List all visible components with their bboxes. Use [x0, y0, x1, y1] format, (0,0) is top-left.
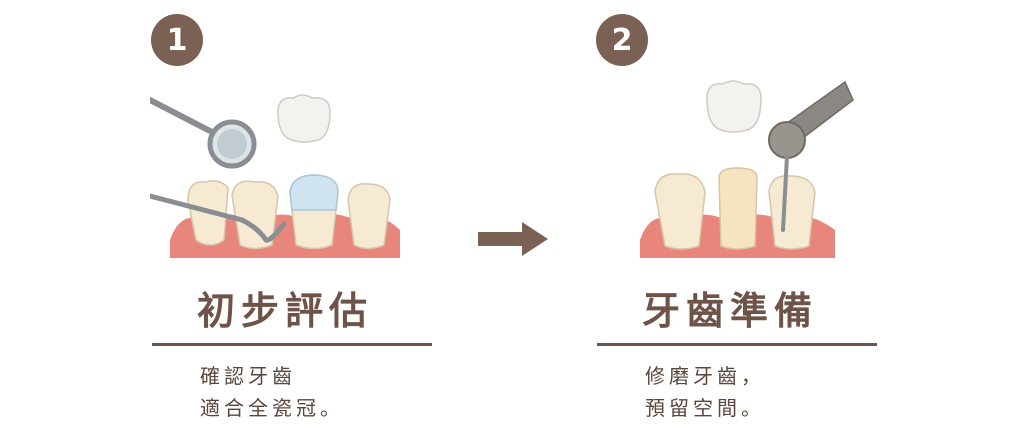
- step-description: 確認牙齒 適合全瓷冠。: [200, 360, 430, 424]
- description-line: 適合全瓷冠。: [200, 396, 344, 420]
- description-line: 預留空間。: [645, 396, 765, 420]
- gum-shape: [170, 214, 400, 258]
- ceramic-crown-icon: [706, 80, 762, 133]
- dental-drill-icon: [768, 80, 854, 232]
- description-line: 確認牙齒: [200, 364, 296, 388]
- divider: [597, 343, 877, 346]
- divider: [152, 343, 432, 346]
- arrow-right-icon: [478, 222, 548, 256]
- step-2: 2 牙齒準備 修磨牙齒， 預留空間。: [585, 0, 885, 436]
- step-number: 2: [611, 22, 633, 58]
- prepared-tooth-icon: [289, 174, 339, 250]
- description-line: 修磨牙齒，: [645, 364, 765, 388]
- tooth-icon: [768, 175, 816, 250]
- dental-mirror-icon: [150, 97, 257, 169]
- teeth-illustration: [640, 80, 854, 258]
- tooth-icon: [654, 173, 706, 250]
- step-title: 初步評估: [196, 289, 373, 333]
- step-number: 1: [166, 22, 188, 58]
- tooth-icon: [347, 183, 391, 250]
- step-1: 1 初步評估: [140, 0, 440, 436]
- teeth-illustration: [150, 94, 400, 258]
- step-title: 牙齒準備: [641, 289, 818, 333]
- step-description: 修磨牙齒， 預留空間。: [645, 360, 875, 424]
- dental-probe-icon: [150, 193, 287, 243]
- prepared-tooth-icon: [718, 167, 758, 250]
- ceramic-crown-icon: [277, 94, 331, 143]
- step-number-badge: 1: [151, 14, 203, 66]
- step-number-badge: 2: [596, 14, 648, 66]
- tooth-icon: [231, 180, 279, 250]
